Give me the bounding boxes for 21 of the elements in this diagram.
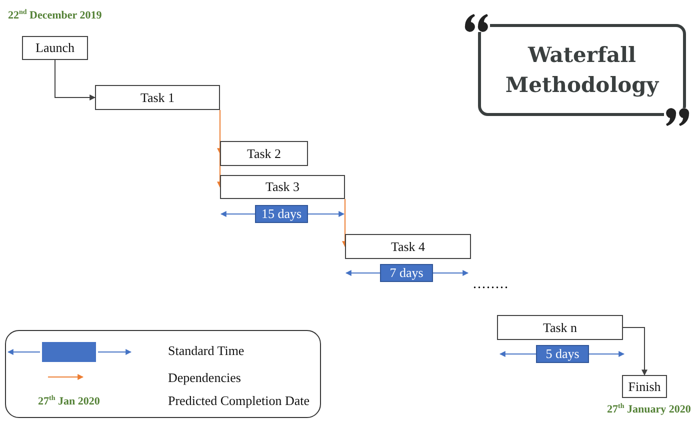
task-box: Task 4 [345,234,471,259]
legend-text: Predicted Completion Date [168,393,310,409]
legend-text: Dependencies [168,370,241,386]
duration-bar: 15 days [255,205,308,223]
continuation-dots: ........ [473,277,509,293]
dependency-arrow [54,60,96,100]
title: Waterfall Methodology [504,41,660,99]
duration-bar: 7 days [380,264,433,282]
duration-bar: 5 days [536,345,589,363]
date-label: 22$^{nd}$ December 2019 [8,8,102,22]
task-box: Task 3 [220,175,345,199]
legend-text: Standard Time [168,343,244,359]
task-box: Task 1 [95,85,220,110]
dependency-arrow [622,327,648,376]
task-box: Task 2 [220,141,308,166]
dependency-arrow [342,198,348,248]
date-label: 27$^{th}$ January 2020 [607,402,691,416]
sample-date: 27$^{th}$ Jan 2020 [38,394,100,408]
task-box: Launch [22,36,88,60]
task-box: Task n [497,315,623,340]
task-box: Finish [622,375,667,398]
